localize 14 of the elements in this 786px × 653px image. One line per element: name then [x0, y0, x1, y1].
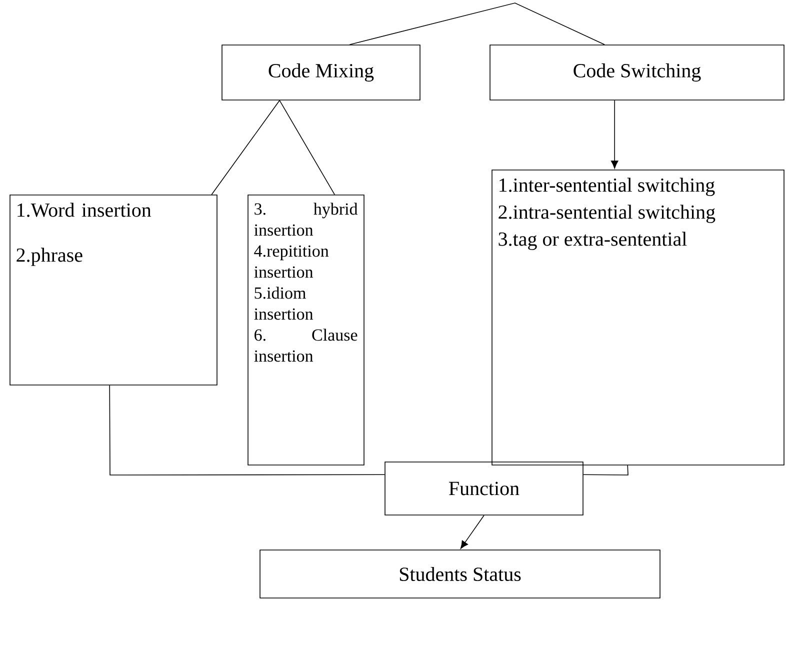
- connector-line: [109, 385, 385, 476]
- connector-line: [349, 2, 605, 45]
- arrow: [460, 515, 484, 549]
- connector-line: [279, 100, 335, 195]
- process-box: Function: [384, 462, 584, 516]
- connector-line: [211, 100, 280, 195]
- process-box: 3. hybrid insertion 4.repitition insertion 5.idiom insertion 6. Clause insertion: [248, 194, 364, 466]
- connector-line: [583, 465, 628, 476]
- process-box: 1.inter-sentential switching 2.intra-sentential switching 3.tag or extra-sentential: [492, 170, 784, 466]
- process-box: Code Mixing: [222, 44, 420, 100]
- arrow: [610, 100, 618, 169]
- process-box: 1.Word insertion 2.phrase: [10, 194, 218, 386]
- process-box: Code Switching: [490, 44, 784, 100]
- process-box: Students Status: [260, 550, 660, 598]
